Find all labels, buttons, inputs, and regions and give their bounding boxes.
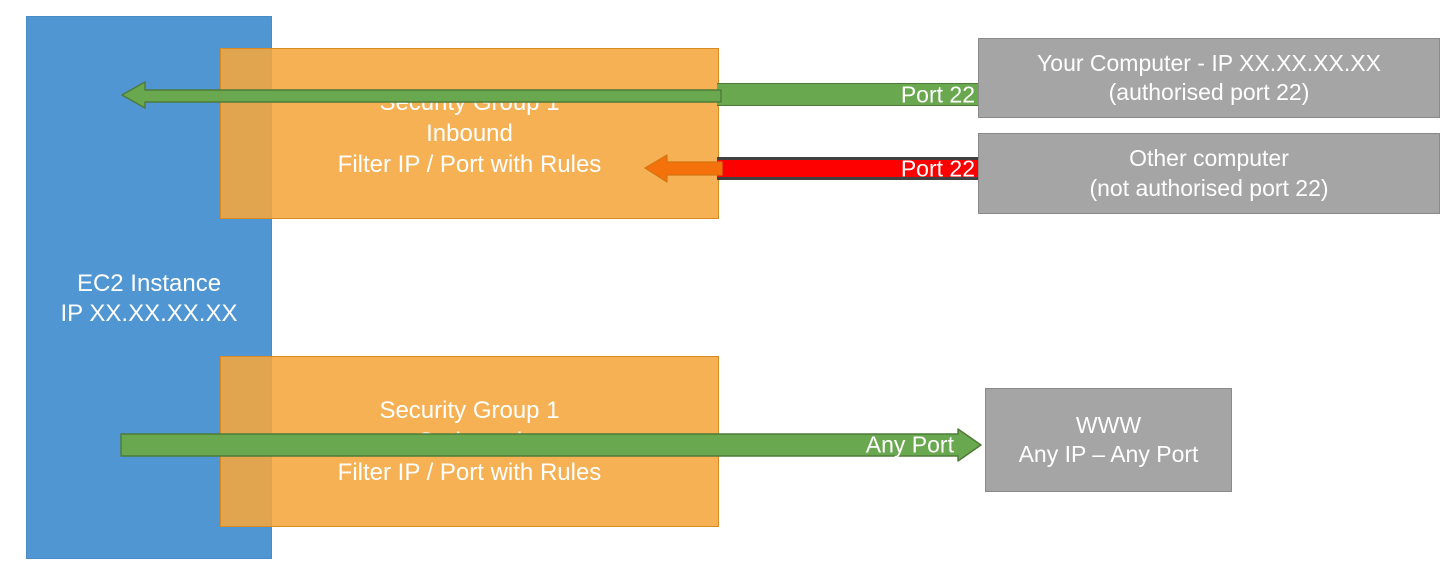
endpoint-other-computer-line2: (not authorised port 22) (1089, 174, 1329, 201)
sg-outbound-rule: Filter IP / Port with Rules (337, 459, 602, 487)
ec2-instance-name: EC2 Instance (76, 270, 222, 297)
endpoint-your-computer-line2: (authorised port 22) (1108, 79, 1310, 105)
flow-inbound-allowed-band: Port 22 (717, 83, 979, 106)
flow-inbound-allowed-label: Port 22 (900, 81, 975, 107)
flow-outbound-label: Any Port (865, 431, 954, 458)
endpoint-your-computer-box: Your Computer - IP XX.XX.XX.XX (authoris… (978, 38, 1440, 118)
arrow-inbound-blocked-icon (644, 152, 723, 184)
flow-inbound-blocked-label: Port 22 (900, 155, 975, 181)
endpoint-your-computer-line1: Your Computer - IP XX.XX.XX.XX (1037, 49, 1381, 76)
sg-outbound-title: Security Group 1 (379, 396, 560, 424)
endpoint-www-line2: Any IP – Any Port (1018, 441, 1199, 467)
endpoint-other-computer-box: Other computer (not authorised port 22) (978, 133, 1440, 214)
security-group-inbound-box: Security Group 1 Inbound Filter IP / Por… (220, 48, 719, 219)
ec2-instance-ip: IP XX.XX.XX.XX (60, 300, 238, 328)
flow-inbound-blocked-band: Port 22 (717, 157, 979, 180)
endpoint-www-line1: WWW (1075, 411, 1142, 438)
sg-inbound-direction: Inbound (426, 119, 513, 147)
ec2-instance-label: EC2 Instance IP XX.XX.XX.XX (27, 269, 271, 329)
sg-inbound-rule: Filter IP / Port with Rules (337, 151, 602, 179)
endpoint-www-box: WWW Any IP – Any Port (985, 388, 1232, 492)
arrow-inbound-accepted-icon (121, 80, 722, 110)
arrow-outbound-icon: Any Port (120, 428, 982, 462)
endpoint-other-computer-line1: Other computer (1129, 145, 1289, 172)
